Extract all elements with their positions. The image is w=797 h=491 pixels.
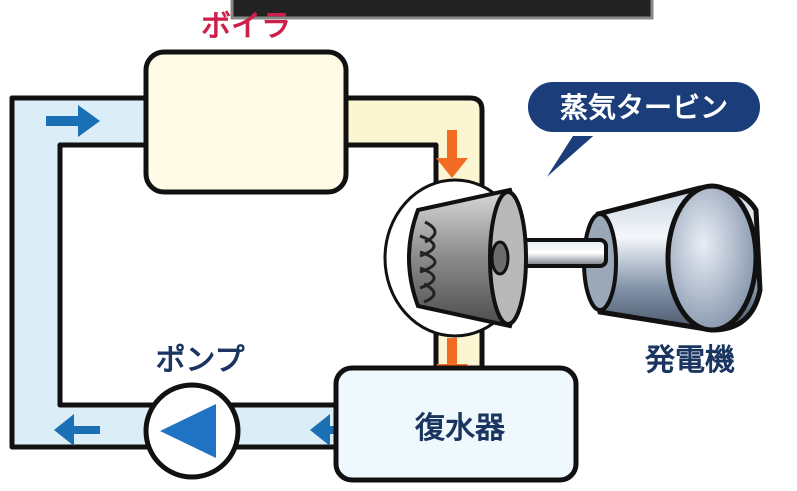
condenser-label: 復水器 bbox=[414, 411, 506, 446]
generator-label: 発電機 bbox=[644, 343, 735, 378]
flow-arrow-icon bbox=[310, 414, 356, 446]
turbine-callout bbox=[524, 78, 764, 187]
generator bbox=[582, 183, 763, 333]
pump-label: ポンプ bbox=[155, 343, 245, 378]
flow-arrow-icon bbox=[54, 414, 100, 446]
steam-turbine bbox=[383, 178, 528, 338]
flow-arrow-icon bbox=[436, 130, 468, 178]
turbine-label: 蒸気タービン bbox=[560, 91, 728, 124]
boiler-label: ボイラ bbox=[201, 9, 291, 44]
title-bar-fragment bbox=[230, 0, 654, 20]
condenser-box bbox=[333, 365, 579, 483]
flow-arrow-icon bbox=[46, 105, 100, 137]
pump-triangle-icon bbox=[160, 404, 216, 458]
boiler-box bbox=[143, 49, 349, 195]
